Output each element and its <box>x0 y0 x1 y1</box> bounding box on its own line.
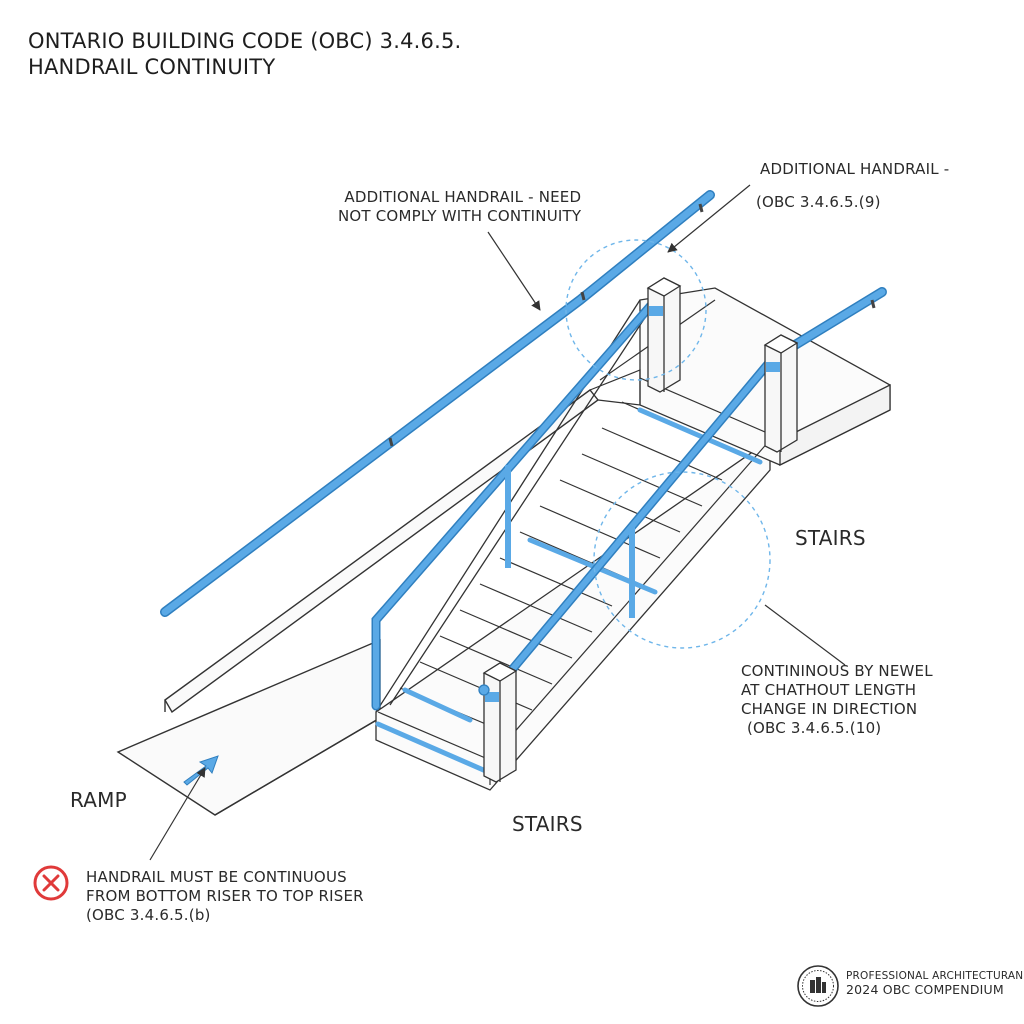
prohibited-circle-icon <box>33 865 69 901</box>
label-additional-handrail-left: ADDITIONAL HANDRAIL - NEED NOT COMPLY WI… <box>338 188 582 225</box>
right-stair-handrail <box>490 287 887 695</box>
label-newel-continuity: CONTININOUS BY NEWEL AT CHATHOUT LENGTH … <box>741 662 933 737</box>
label-additional-handrail-right: ADDITIONAL HANDRAIL - (OBC 3.4.6.5.(9) <box>756 160 950 211</box>
newel-post-top-left <box>646 277 682 393</box>
bracket <box>580 291 586 301</box>
additional-handrail <box>160 190 715 617</box>
continuity-highlight-mid <box>593 471 771 649</box>
newel-post-top-right <box>763 334 799 453</box>
leader-newel <box>764 604 846 666</box>
newel-post-bottom <box>478 662 518 783</box>
title-line-2: HANDRAIL CONTINUITY <box>28 55 276 79</box>
ramp <box>116 389 600 816</box>
ramp-inner-edge <box>214 717 381 816</box>
leader-additional-left <box>487 231 541 311</box>
stair-landing-front <box>779 383 891 467</box>
bracket <box>698 203 704 213</box>
footer-credit: PROFESSIONAL ARCHITECTURAN 2024 OBC COMP… <box>846 970 1024 997</box>
continuity-highlight-top <box>565 239 707 381</box>
label-stairs-upper: STAIRS <box>795 526 866 550</box>
label-ramp: RAMP <box>70 788 127 812</box>
page-title: ONTARIO BUILDING CODE (OBC) 3.4.6.5. HAN… <box>28 28 461 80</box>
label-stairs-lower: STAIRS <box>512 812 583 836</box>
leader-rule <box>149 767 206 861</box>
stair-side-wall <box>375 438 771 791</box>
title-line-1: ONTARIO BUILDING CODE (OBC) 3.4.6.5. <box>28 29 462 53</box>
leader-lines <box>149 184 846 861</box>
ramp-floor <box>116 638 381 816</box>
bracket <box>388 437 394 447</box>
left-stair-handrail <box>371 290 665 711</box>
label-continuity-rule: HANDRAIL MUST BE CONTINUOUS FROM BOTTOM … <box>86 868 364 924</box>
leader-additional-right <box>667 184 751 253</box>
compendium-seal-icon <box>797 965 839 1007</box>
bracket <box>870 299 876 309</box>
